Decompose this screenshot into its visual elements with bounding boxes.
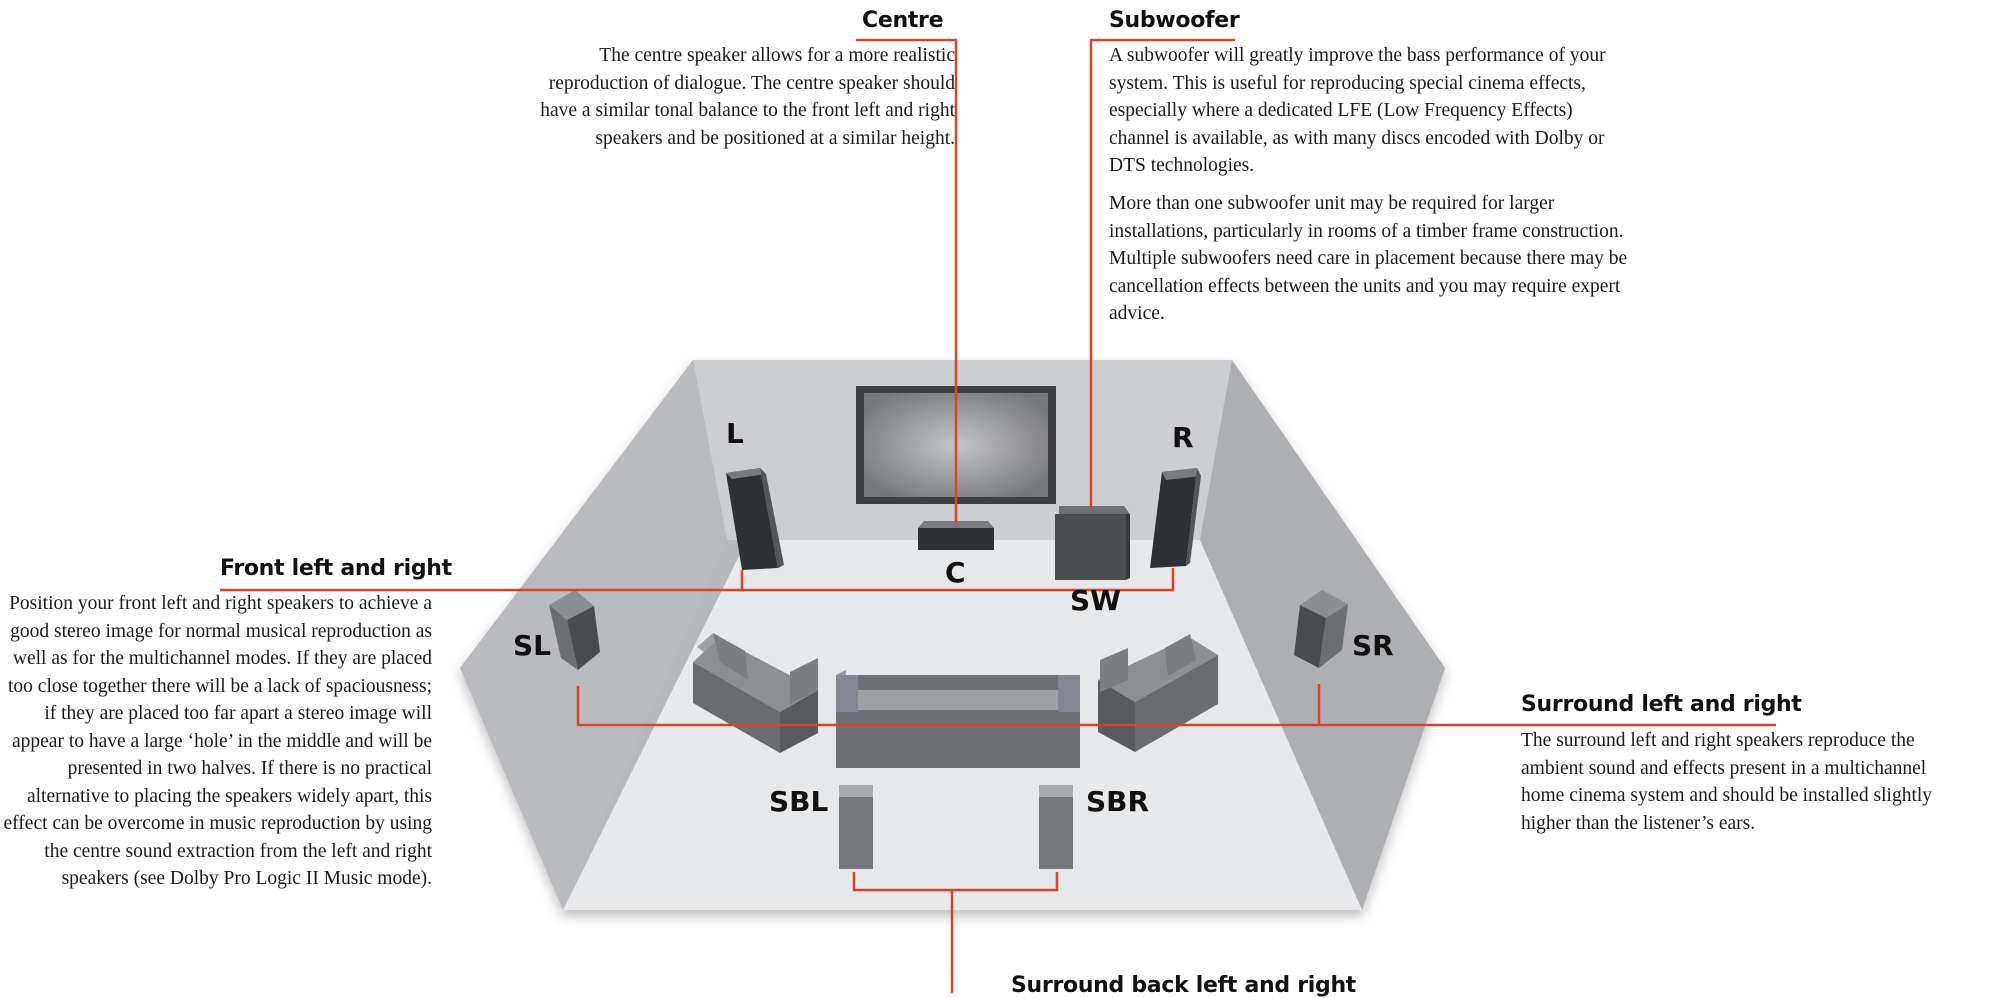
label-subwoofer: SW (1070, 584, 1122, 617)
centre-leader (856, 38, 958, 524)
front-text: Position your front left and right speak… (3, 593, 433, 889)
front-left-speaker (726, 468, 784, 570)
surround-back-right-speaker (1039, 785, 1073, 869)
right-armchair (1098, 634, 1218, 752)
subwoofer-box (1055, 506, 1130, 580)
sofa (836, 670, 1080, 768)
surround-back-leader (852, 872, 1059, 892)
label-front-right: R (1172, 421, 1194, 454)
label-centre: C (945, 556, 966, 589)
centre-heading: Centre (862, 8, 944, 33)
surround-leader (576, 686, 1776, 727)
subwoofer-heading: Subwoofer (1109, 8, 1240, 33)
front-right-speaker (1150, 468, 1201, 568)
label-surround-back-right: SBR (1086, 785, 1150, 818)
surround-back-heading: Surround back left and right (1011, 973, 1357, 998)
surround-right-speaker (1294, 590, 1348, 668)
subwoofer-leader (1089, 38, 1235, 508)
subwoofer-text-2: More than one subwoofer unit may be requ… (1109, 193, 1628, 324)
front-leader (220, 568, 1175, 592)
label-surround-back-left: SBL (769, 785, 829, 818)
surround-back-left-speaker (839, 785, 873, 869)
surround-left-speaker (549, 590, 600, 670)
subwoofer-text-1: A subwoofer will greatly improve the bas… (1109, 45, 1606, 176)
label-front-left: L (726, 417, 744, 450)
centre-speaker (918, 521, 994, 550)
leader-lines (220, 38, 1776, 993)
surround-text: The surround left and right speakers rep… (1521, 730, 1933, 834)
front-heading: Front left and right (220, 556, 452, 581)
centre-text: The centre speaker allows for a more rea… (540, 45, 955, 149)
left-armchair (693, 633, 818, 753)
label-surround-left: SL (513, 629, 552, 662)
surround-heading: Surround left and right (1521, 692, 1802, 717)
label-surround-right: SR (1352, 629, 1394, 662)
